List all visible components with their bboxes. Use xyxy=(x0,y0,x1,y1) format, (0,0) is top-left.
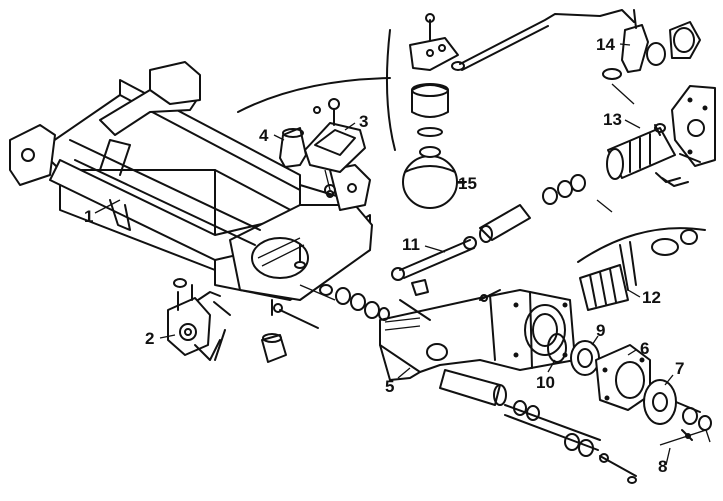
label-3: 3 xyxy=(359,112,368,131)
label-5: 5 xyxy=(385,377,394,396)
label-9: 9 xyxy=(596,321,605,340)
trailing-arm xyxy=(379,289,576,381)
subframe xyxy=(9,61,373,301)
leader-lines xyxy=(94,43,674,466)
loose-fasteners xyxy=(213,244,319,363)
label-14: 14 xyxy=(596,35,615,54)
suspension-sphere xyxy=(385,13,467,209)
mount-bracket xyxy=(167,278,221,361)
label-13: 13 xyxy=(603,110,622,129)
hub-assembly xyxy=(547,333,712,446)
hydraulic-line xyxy=(451,9,701,105)
label-2: 2 xyxy=(145,329,154,348)
upper-mount-group xyxy=(237,77,391,198)
strut-cylinder xyxy=(596,85,716,213)
label-12: 12 xyxy=(642,288,661,307)
label-8: 8 xyxy=(658,457,667,476)
label-11: 11 xyxy=(402,235,420,254)
pivot-shaft xyxy=(299,284,637,484)
label-15: 15 xyxy=(458,174,477,193)
label-10: 10 xyxy=(536,373,555,392)
rod-assembly xyxy=(479,174,706,311)
label-7: 7 xyxy=(675,359,684,378)
label-6: 6 xyxy=(640,339,649,358)
callout-numbers: 1 2 3 4 5 6 7 8 9 10 11 12 13 14 15 xyxy=(84,35,684,476)
label-4: 4 xyxy=(259,126,269,145)
link-rod xyxy=(391,236,477,296)
label-1: 1 xyxy=(84,207,93,226)
